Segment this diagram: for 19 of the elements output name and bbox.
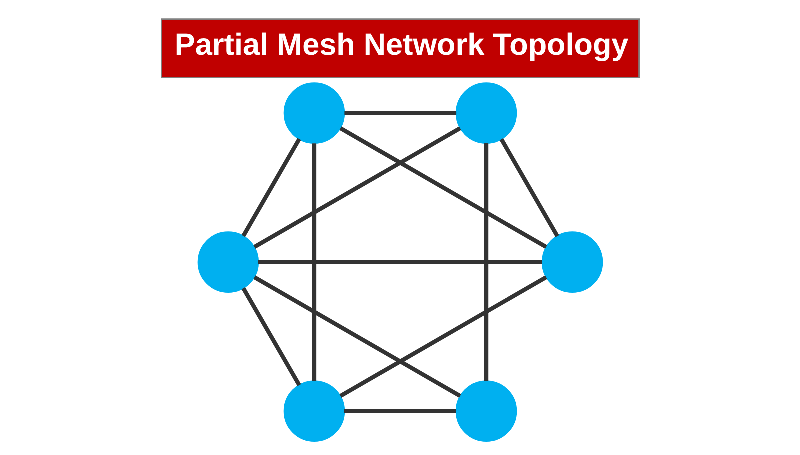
node-circle xyxy=(283,82,345,144)
connector xyxy=(499,138,559,238)
node-circle xyxy=(541,232,603,293)
node-circle xyxy=(455,380,517,442)
node-circle xyxy=(455,82,517,144)
connector xyxy=(484,144,488,382)
connector xyxy=(344,409,456,414)
connector xyxy=(339,276,547,398)
connector xyxy=(312,144,316,382)
diagram-title: Partial Mesh Network Topology xyxy=(174,28,628,62)
connector xyxy=(253,126,461,249)
connector xyxy=(241,138,301,238)
connector xyxy=(253,276,461,398)
connector xyxy=(339,126,547,250)
connector xyxy=(344,111,456,116)
connector xyxy=(258,260,542,264)
connector xyxy=(241,287,301,386)
node-circle xyxy=(283,380,345,442)
node-circle xyxy=(197,232,259,293)
